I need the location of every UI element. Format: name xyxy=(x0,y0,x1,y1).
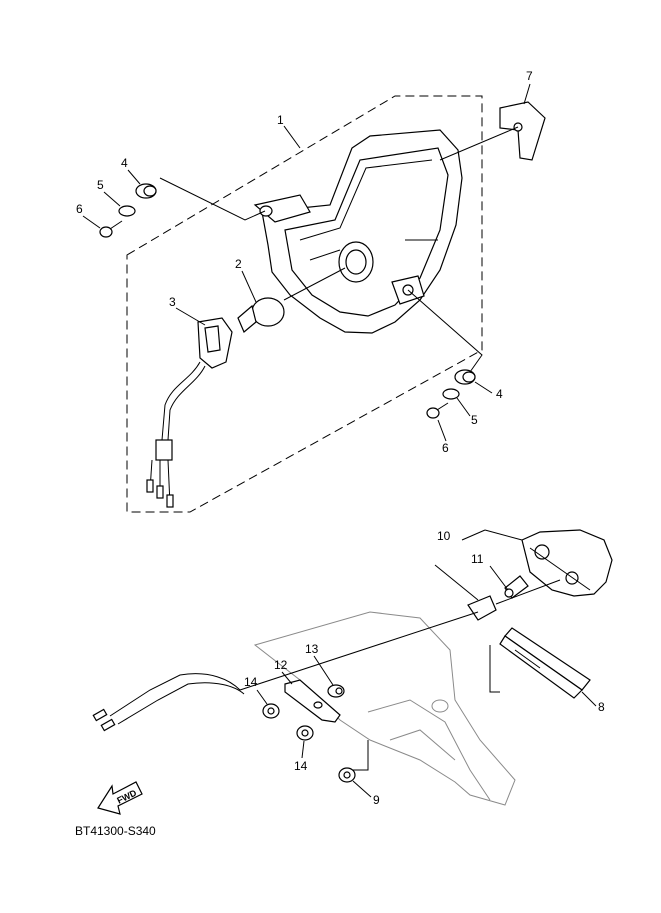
leader-14b xyxy=(301,740,305,759)
callout-9: 9 xyxy=(373,793,380,807)
callout-4b: 4 xyxy=(496,387,503,401)
callout-12: 12 xyxy=(274,658,288,672)
leader-4b-to-tab xyxy=(407,289,483,373)
pigtail-wire-a xyxy=(109,673,241,717)
callout-4a: 4 xyxy=(121,156,128,170)
diagram-code: BT41300-S340 xyxy=(75,824,156,838)
leader-socket-axis xyxy=(495,579,561,605)
callout-8: 8 xyxy=(598,700,605,714)
screw-6a xyxy=(99,220,123,238)
bulb-part xyxy=(237,297,285,333)
leader-9 xyxy=(352,740,369,771)
lamp-housing-part xyxy=(521,529,613,597)
pigtail-connector-a xyxy=(92,708,108,722)
callout-3: 3 xyxy=(169,295,176,309)
leader-4b xyxy=(474,381,493,394)
lamp-bulb-part xyxy=(504,575,529,599)
leader-9-label xyxy=(352,780,372,798)
grommet-4b xyxy=(454,369,476,385)
leader-12 xyxy=(281,671,293,685)
callout-5b: 5 xyxy=(471,413,478,427)
nut-14b xyxy=(296,725,314,741)
leader-10-top xyxy=(461,529,486,541)
fender-rib-line xyxy=(389,729,456,761)
leader-6b xyxy=(437,419,447,442)
leader-5a xyxy=(103,191,121,207)
callout-11: 11 xyxy=(471,552,484,566)
leader-11 xyxy=(489,565,509,591)
leader-3 xyxy=(175,307,206,326)
leader-bulb-axis xyxy=(283,267,346,301)
harness-wire xyxy=(239,611,479,691)
washer-5a xyxy=(118,205,136,217)
pigtail-connector-b xyxy=(100,718,116,732)
leader-2 xyxy=(241,270,257,303)
leader-4a xyxy=(127,169,141,185)
callout-10: 10 xyxy=(437,529,451,543)
callout-6b: 6 xyxy=(442,441,449,455)
leader-8 xyxy=(581,691,597,707)
leader-7-bracket xyxy=(439,126,519,161)
callout-7: 7 xyxy=(526,69,533,83)
headlight-body-part xyxy=(253,129,463,334)
socket-harness-part xyxy=(146,317,233,508)
nut-9 xyxy=(338,767,356,783)
nut-14a xyxy=(262,703,280,719)
leader-4a-to-tab xyxy=(159,177,266,221)
bracket-plate-part xyxy=(284,679,341,723)
callout-1: 1 xyxy=(277,113,284,127)
license-light-assembly-group xyxy=(92,529,613,806)
reflector-part xyxy=(499,627,591,699)
callout-14b: 14 xyxy=(294,759,308,773)
bracket-part xyxy=(499,101,546,161)
callout-labels: 1 2 3 4 5 6 7 4 5 6 10 11 8 13 12 14 14 … xyxy=(76,69,605,807)
grommet-13 xyxy=(327,684,345,698)
headlight-assembly-group xyxy=(99,95,546,513)
leader-10-socket xyxy=(434,564,479,601)
lamp-socket-part xyxy=(467,595,497,621)
leader-14a xyxy=(256,689,268,705)
pigtail-wire-b xyxy=(117,682,245,725)
leader-1 xyxy=(283,125,301,149)
callout-2: 2 xyxy=(235,257,242,271)
fwd-arrow-icon: FWD xyxy=(97,781,143,815)
callout-14a: 14 xyxy=(244,675,258,689)
leader-8-bracket xyxy=(489,645,500,693)
fender-hole xyxy=(431,699,449,713)
leader-10-housing xyxy=(484,529,523,541)
assembly-boundary-dashed xyxy=(126,95,483,513)
callout-13: 13 xyxy=(305,642,319,656)
washer-5b xyxy=(442,388,460,400)
leader-7 xyxy=(523,83,531,105)
callout-6a: 6 xyxy=(76,202,83,216)
leader-6a xyxy=(82,215,101,229)
leader-5b xyxy=(456,397,471,417)
callout-5a: 5 xyxy=(97,178,104,192)
grommet-4a xyxy=(135,183,157,199)
screw-6b xyxy=(426,402,449,419)
leader-13 xyxy=(313,655,334,686)
